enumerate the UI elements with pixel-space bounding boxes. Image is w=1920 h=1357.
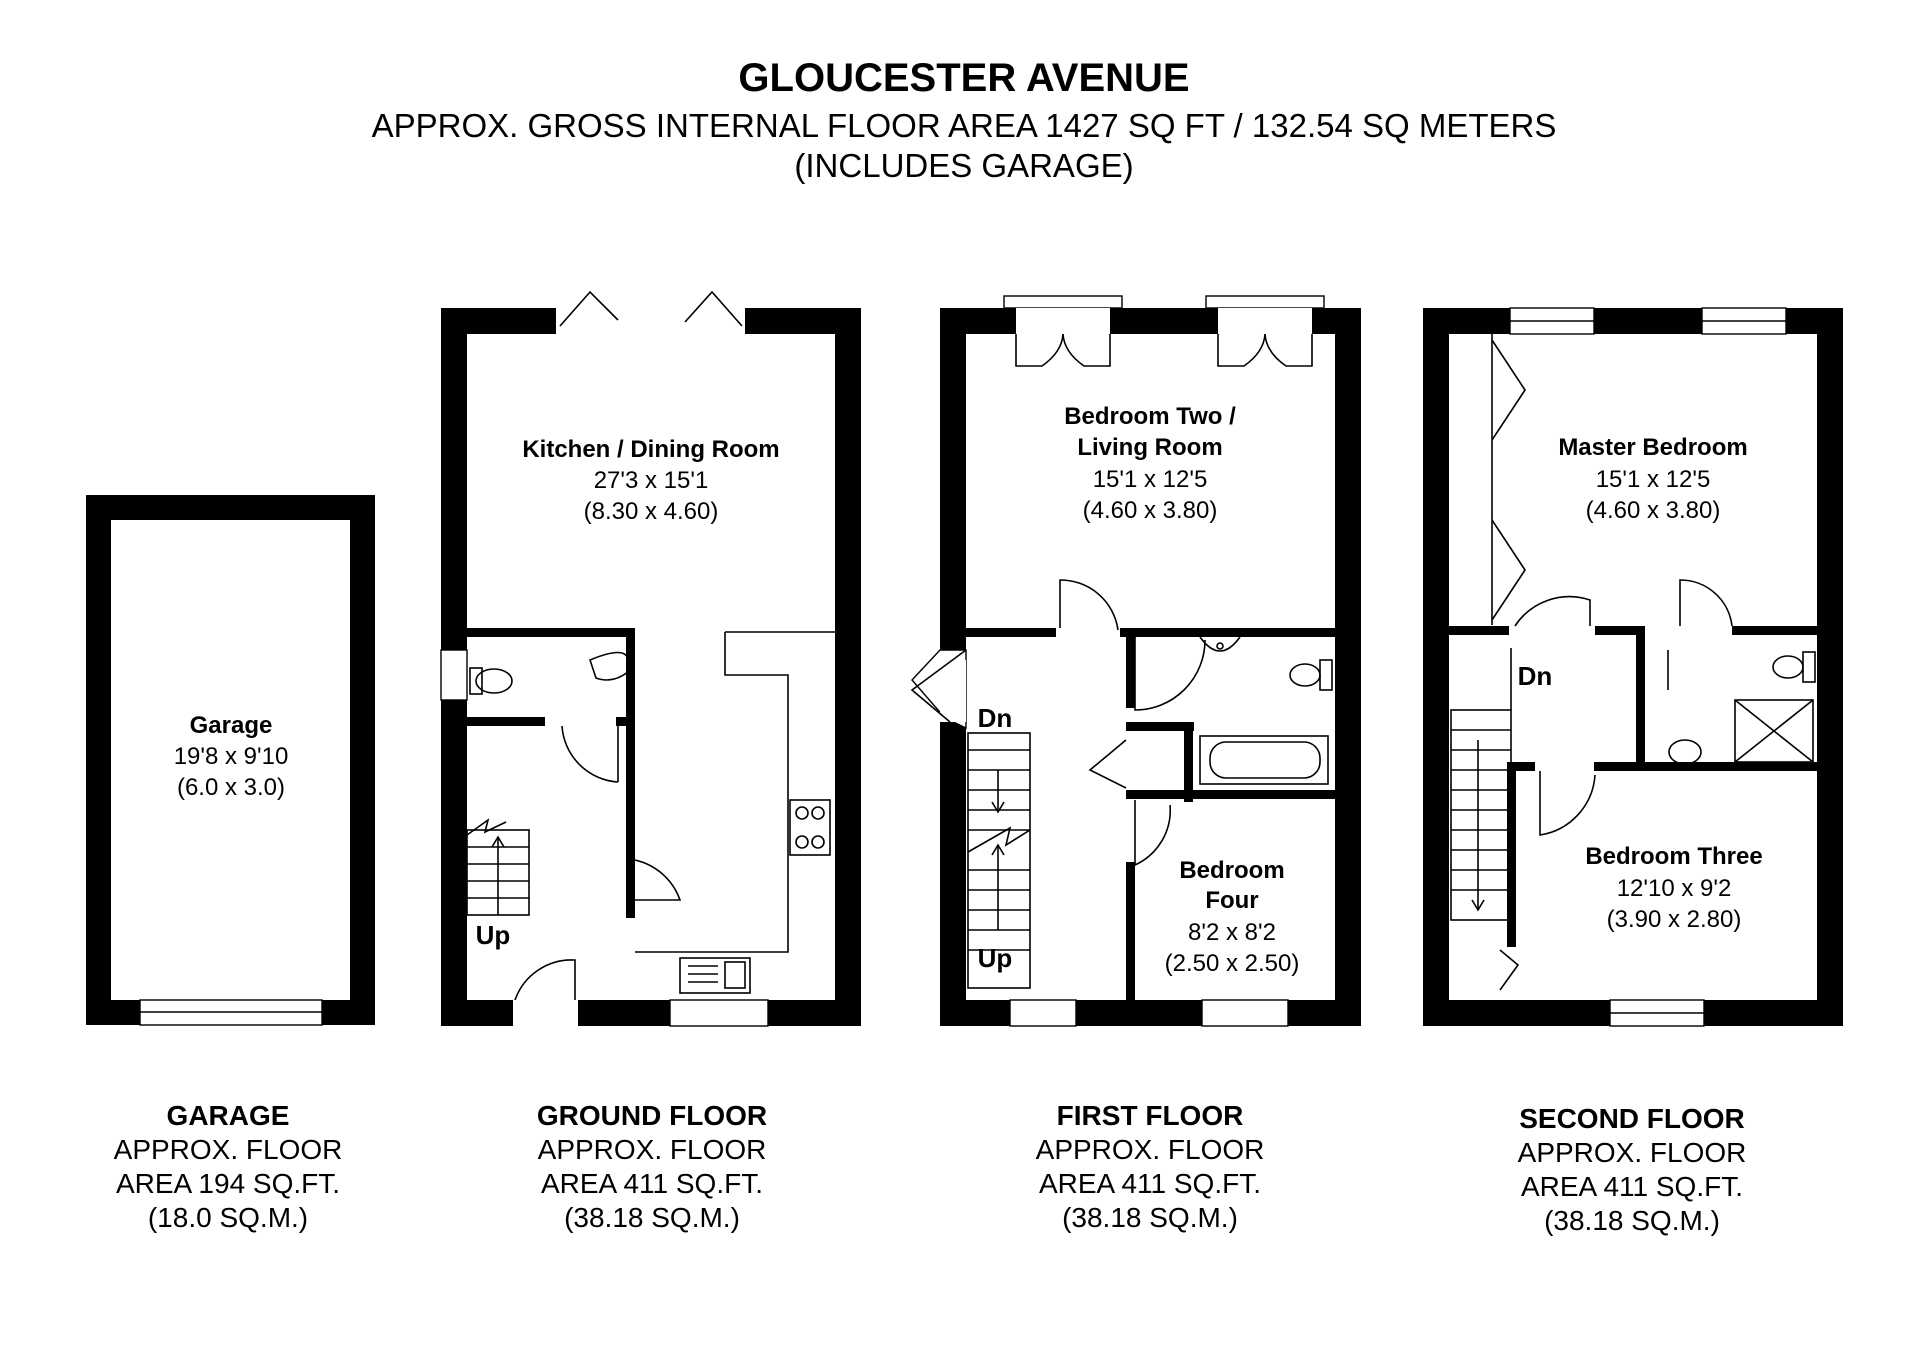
garage-caption-line2: AREA 194 SQ.FT. bbox=[116, 1168, 340, 1199]
master-bedroom-dim-metric: (4.60 x 3.80) bbox=[1586, 497, 1721, 524]
ground-floor-plan bbox=[440, 290, 861, 1027]
garage-caption-line3: (18.0 SQ.M.) bbox=[148, 1202, 308, 1233]
gross-area-line: APPROX. GROSS INTERNAL FLOOR AREA 1427 S… bbox=[372, 107, 1557, 144]
ground-caption-title: GROUND FLOOR bbox=[537, 1100, 767, 1131]
first-floor-plan bbox=[910, 295, 1361, 1027]
master-bedroom-name: Master Bedroom bbox=[1558, 434, 1747, 461]
ground-caption-line2: AREA 411 SQ.FT. bbox=[541, 1168, 763, 1199]
second-floor-plan bbox=[1423, 307, 1843, 1027]
ground-floor-caption: GROUND FLOOR APPROX. FLOOR AREA 411 SQ.F… bbox=[537, 1100, 767, 1233]
bedroom-three-dim-imperial: 12'10 x 9'2 bbox=[1617, 875, 1732, 902]
first-stairs-down-label: Dn bbox=[978, 703, 1013, 733]
bedroom-four-dim-metric: (2.50 x 2.50) bbox=[1165, 950, 1300, 977]
garage-caption: GARAGE APPROX. FLOOR AREA 194 SQ.FT. (18… bbox=[114, 1100, 343, 1233]
second-caption-line3: (38.18 SQ.M.) bbox=[1544, 1205, 1720, 1236]
bedroom-four-name-l2: Four bbox=[1205, 887, 1258, 914]
garage-room-dim-imperial: 19'8 x 9'10 bbox=[174, 743, 289, 770]
first-caption-line1: APPROX. FLOOR bbox=[1036, 1134, 1265, 1165]
kitchen-dim-imperial: 27'3 x 15'1 bbox=[594, 467, 709, 494]
kitchen-dim-metric: (8.30 x 4.60) bbox=[584, 498, 719, 525]
bedroom-four-name-l1: Bedroom bbox=[1179, 857, 1284, 884]
bedroom-three-name: Bedroom Three bbox=[1585, 843, 1762, 870]
first-caption-title: FIRST FLOOR bbox=[1057, 1100, 1244, 1131]
ground-caption-line1: APPROX. FLOOR bbox=[538, 1134, 767, 1165]
second-floor-caption: SECOND FLOOR APPROX. FLOOR AREA 411 SQ.F… bbox=[1518, 1103, 1747, 1236]
garage-room-dim-metric: (6.0 x 3.0) bbox=[177, 774, 285, 801]
bedroom-two-name-l1: Bedroom Two / bbox=[1064, 403, 1236, 430]
second-caption-title: SECOND FLOOR bbox=[1519, 1103, 1745, 1134]
includes-garage-line: (INCLUDES GARAGE) bbox=[794, 147, 1133, 184]
bedroom-two-dim-metric: (4.60 x 3.80) bbox=[1083, 497, 1218, 524]
first-floor-caption: FIRST FLOOR APPROX. FLOOR AREA 411 SQ.FT… bbox=[1036, 1100, 1265, 1233]
bedroom-two-dim-imperial: 15'1 x 12'5 bbox=[1093, 466, 1208, 493]
bedroom-four-dim-imperial: 8'2 x 8'2 bbox=[1188, 919, 1276, 946]
plan-title: GLOUCESTER AVENUE bbox=[738, 56, 1189, 100]
garage-plan bbox=[86, 495, 375, 1026]
bedroom-two-name-l2: Living Room bbox=[1077, 434, 1222, 461]
first-stairs-up-label: Up bbox=[978, 943, 1013, 973]
garage-caption-title: GARAGE bbox=[167, 1100, 290, 1131]
ground-caption-line3: (38.18 SQ.M.) bbox=[564, 1202, 740, 1233]
garage-room-name: Garage bbox=[190, 712, 273, 739]
second-caption-line1: APPROX. FLOOR bbox=[1518, 1137, 1747, 1168]
second-caption-line2: AREA 411 SQ.FT. bbox=[1521, 1171, 1743, 1202]
kitchen-room-name: Kitchen / Dining Room bbox=[522, 436, 779, 463]
garage-caption-line1: APPROX. FLOOR bbox=[114, 1134, 343, 1165]
master-bedroom-dim-imperial: 15'1 x 12'5 bbox=[1596, 466, 1711, 493]
second-stairs-down-label: Dn bbox=[1518, 661, 1553, 691]
first-caption-line3: (38.18 SQ.M.) bbox=[1062, 1202, 1238, 1233]
ground-stairs-up-label: Up bbox=[476, 920, 511, 950]
bedroom-three-dim-metric: (3.90 x 2.80) bbox=[1607, 906, 1742, 933]
first-caption-line2: AREA 411 SQ.FT. bbox=[1039, 1168, 1261, 1199]
